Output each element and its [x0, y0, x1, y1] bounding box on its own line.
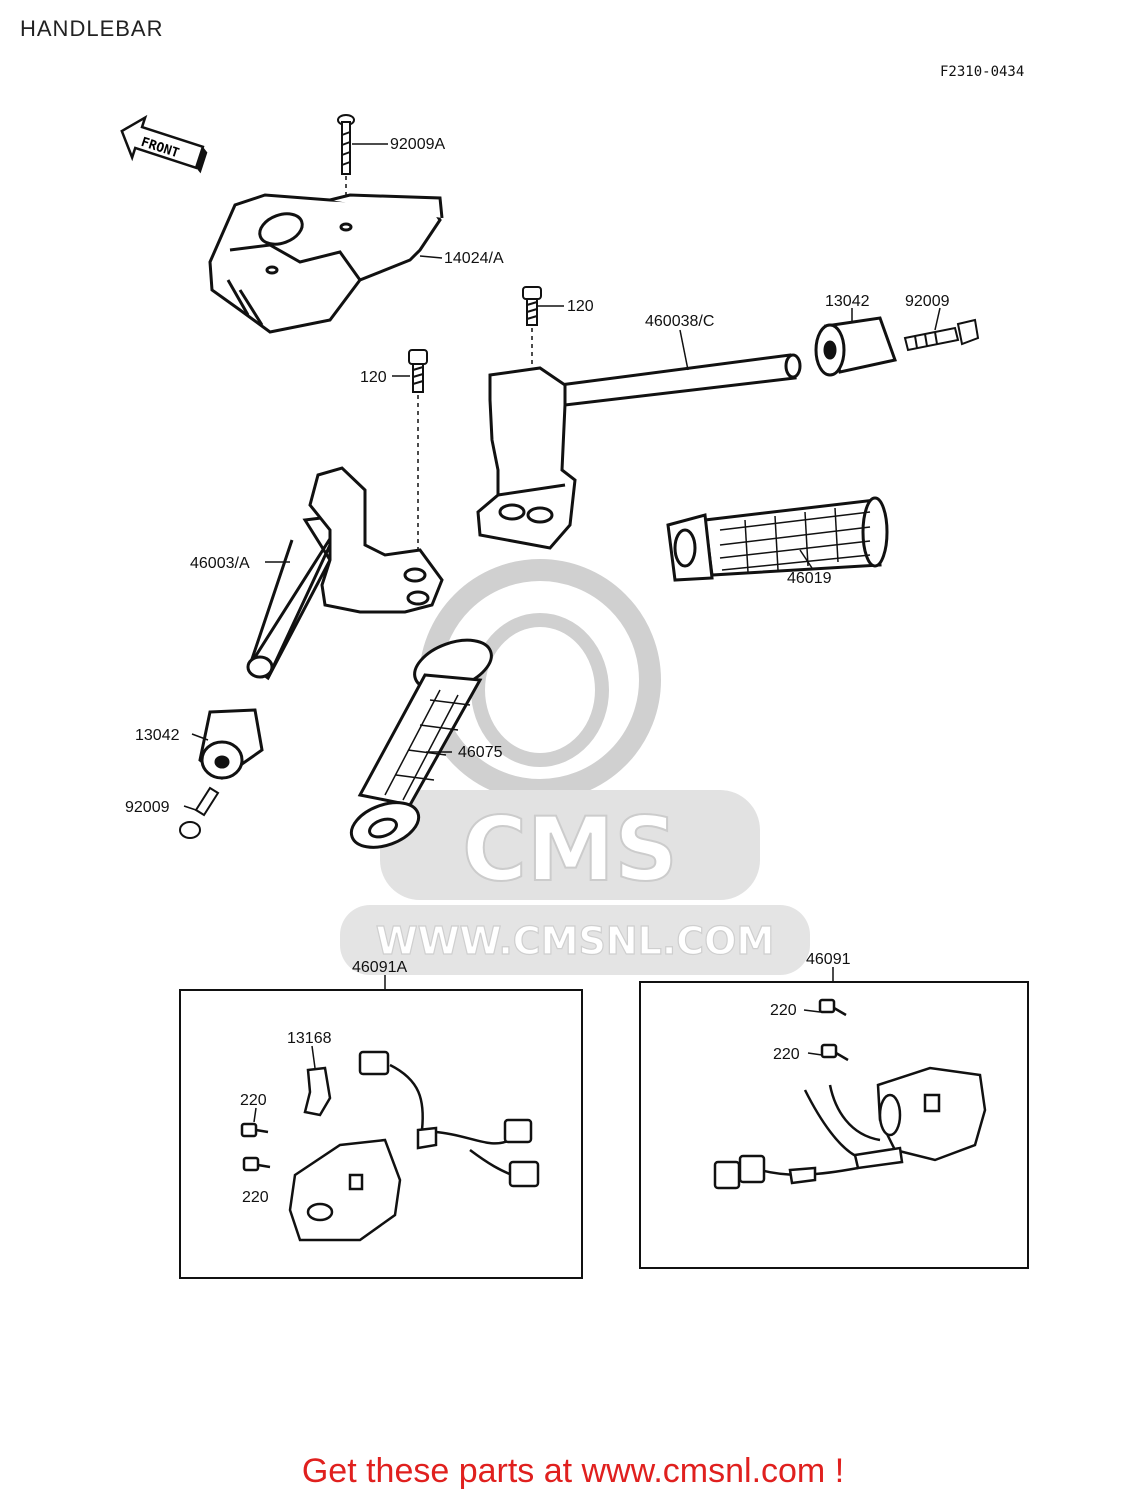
grip-46075: [349, 638, 493, 849]
switch-box-right: [639, 981, 1029, 1269]
label-46091: 46091: [806, 951, 851, 968]
bar-end-left: [198, 708, 264, 780]
left-switch-assembly: [240, 1050, 540, 1242]
label-13042-left: 13042: [135, 727, 180, 744]
handlebar-holder: [208, 193, 444, 334]
label-14024a: 14024/A: [444, 250, 504, 267]
handlebar-diagram: CMS WWW.CMSNL.COM FRONT: [120, 114, 1029, 1279]
footer-link[interactable]: Get these parts at www.cmsnl.com !: [301, 1452, 845, 1490]
diagram-code: F2310-0434: [940, 64, 1025, 80]
front-arrow-icon: FRONT: [120, 114, 208, 174]
label-220-a: 220: [240, 1092, 267, 1109]
label-46019: 46019: [787, 570, 832, 587]
part-labels: 92009A 14024/A 120 460038/C 13042 92009 …: [125, 136, 950, 1206]
label-120-top: 120: [567, 298, 594, 315]
switch-box-left: [179, 989, 583, 1279]
bolt-92009a: [337, 114, 355, 200]
label-220-d: 220: [773, 1046, 800, 1063]
page-title: HANDLEBAR: [20, 16, 164, 41]
label-92009a: 92009A: [390, 136, 445, 153]
grip-46019: [666, 496, 889, 582]
right-switch-assembly: [713, 998, 987, 1190]
right-handlebar: [476, 353, 802, 550]
label-220-b: 220: [242, 1189, 269, 1206]
label-13042-right: 13042: [825, 293, 870, 310]
screw-120-top: [522, 286, 542, 500]
bar-end-right: [814, 316, 897, 377]
label-46003a: 46003/A: [190, 555, 250, 572]
label-120-left: 120: [360, 369, 387, 386]
watermark-logo: CMS: [462, 798, 678, 901]
screw-92009-left: [179, 786, 220, 839]
label-46075: 46075: [458, 744, 503, 761]
left-handlebar: [246, 466, 444, 681]
watermark-url: WWW.CMSNL.COM: [376, 919, 775, 963]
label-460038c: 460038/C: [645, 313, 714, 330]
label-220-c: 220: [770, 1002, 797, 1019]
screw-120-left: [408, 349, 428, 570]
leader-lines: [183, 143, 941, 1171]
label-92009-right: 92009: [905, 293, 950, 310]
label-13168: 13168: [287, 1030, 332, 1047]
screw-92009-right: [903, 318, 980, 352]
label-46091a: 46091A: [352, 959, 407, 976]
label-92009-left: 92009: [125, 799, 170, 816]
cms-watermark: CMS WWW.CMSNL.COM: [340, 559, 810, 975]
